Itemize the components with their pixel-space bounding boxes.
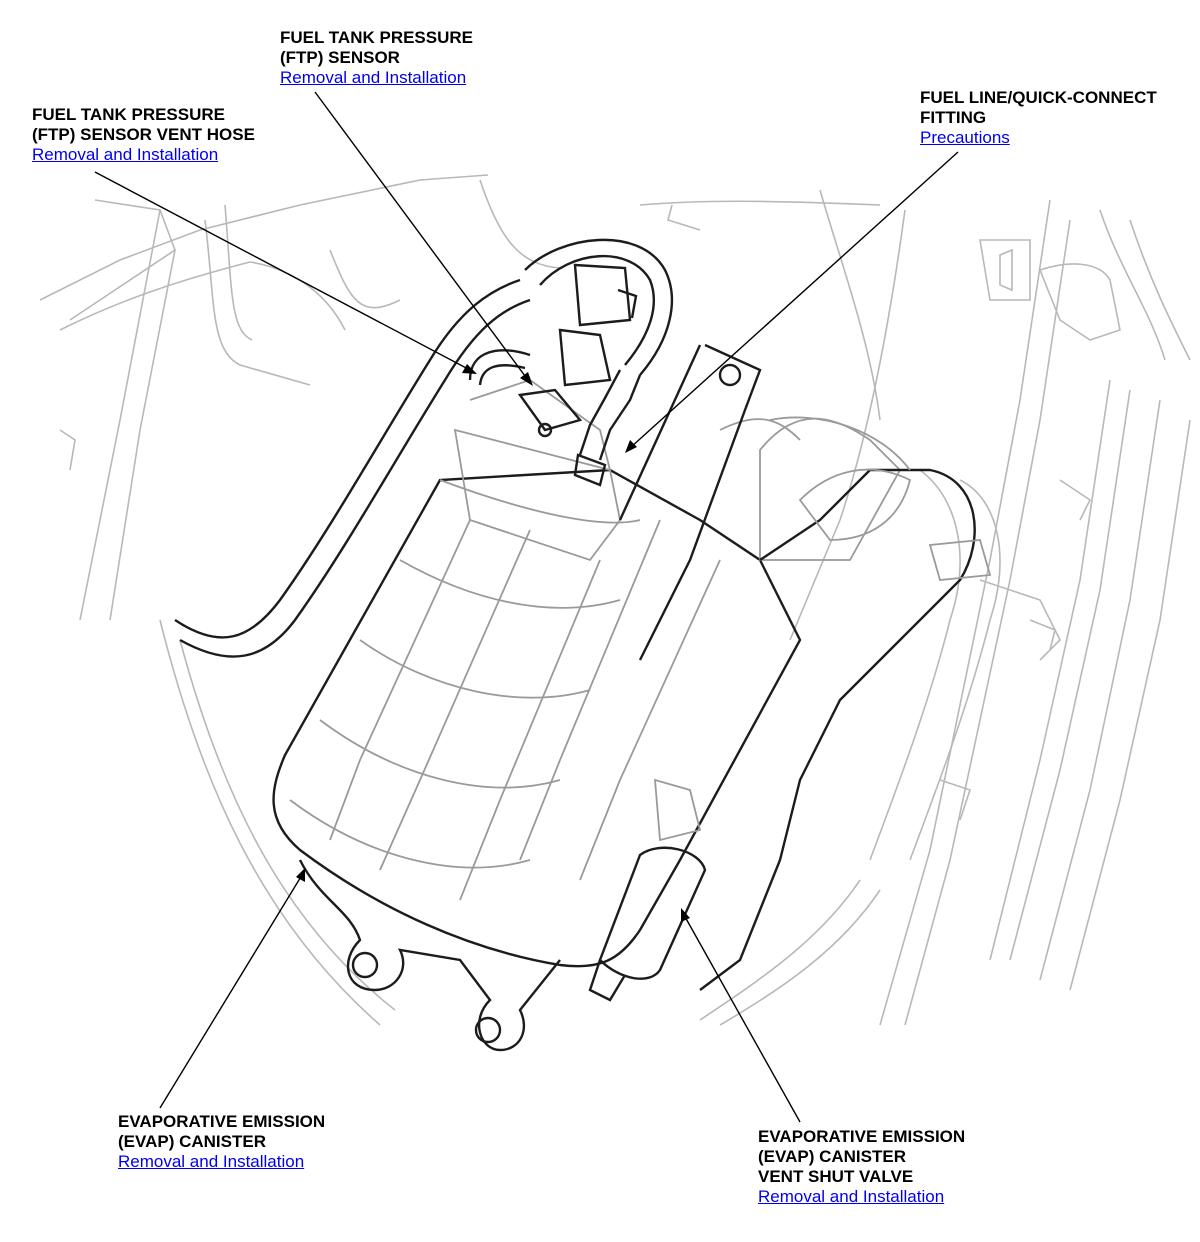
fuel-line-precautions-link[interactable]: Precautions [920, 128, 1010, 147]
canister-bracket [618, 343, 992, 991]
callout-ftp-vent-hose: FUEL TANK PRESSURE (FTP) SENSOR VENT HOS… [32, 105, 255, 165]
canister-mounting-tabs [298, 859, 561, 1052]
evap-vent-valve-removal-link[interactable]: Removal and Installation [758, 1187, 945, 1206]
evap-canister-body [272, 379, 902, 968]
callout-fuel-line-fitting: FUEL LINE/QUICK-CONNECT FITTING Precauti… [920, 88, 1157, 148]
fuel-line-fitting-part [573, 369, 642, 487]
ftp-vent-hose-title: FUEL TANK PRESSURE (FTP) SENSOR VENT HOS… [32, 105, 255, 144]
ftp-sensor-removal-link[interactable]: Removal and Installation [280, 68, 467, 87]
top-hose-loop [468, 238, 673, 386]
evap-vent-valve-title: EVAPORATIVE EMISSION (EVAP) CANISTER VEN… [758, 1127, 966, 1186]
left-hose [174, 278, 531, 658]
callout-evap-vent-valve: EVAPORATIVE EMISSION (EVAP) CANISTER VEN… [758, 1127, 965, 1207]
chassis-background-lines [39, 174, 1191, 1026]
leader-lines [94, 91, 959, 1123]
ftp-vent-hose-removal-link[interactable]: Removal and Installation [32, 145, 219, 164]
ftp-sensor-part [517, 263, 638, 438]
callout-ftp-sensor: FUEL TANK PRESSURE (FTP) SENSOR Removal … [280, 28, 473, 88]
evap-canister-title: EVAPORATIVE EMISSION (EVAP) CANISTER [118, 1112, 326, 1151]
evap-canister-removal-link[interactable]: Removal and Installation [118, 1152, 305, 1171]
fuel-line-fitting-title: FUEL LINE/QUICK-CONNECT FITTING [920, 88, 1157, 127]
callout-evap-canister: EVAPORATIVE EMISSION (EVAP) CANISTER Rem… [118, 1112, 325, 1172]
ftp-sensor-title: FUEL TANK PRESSURE (FTP) SENSOR [280, 28, 474, 67]
